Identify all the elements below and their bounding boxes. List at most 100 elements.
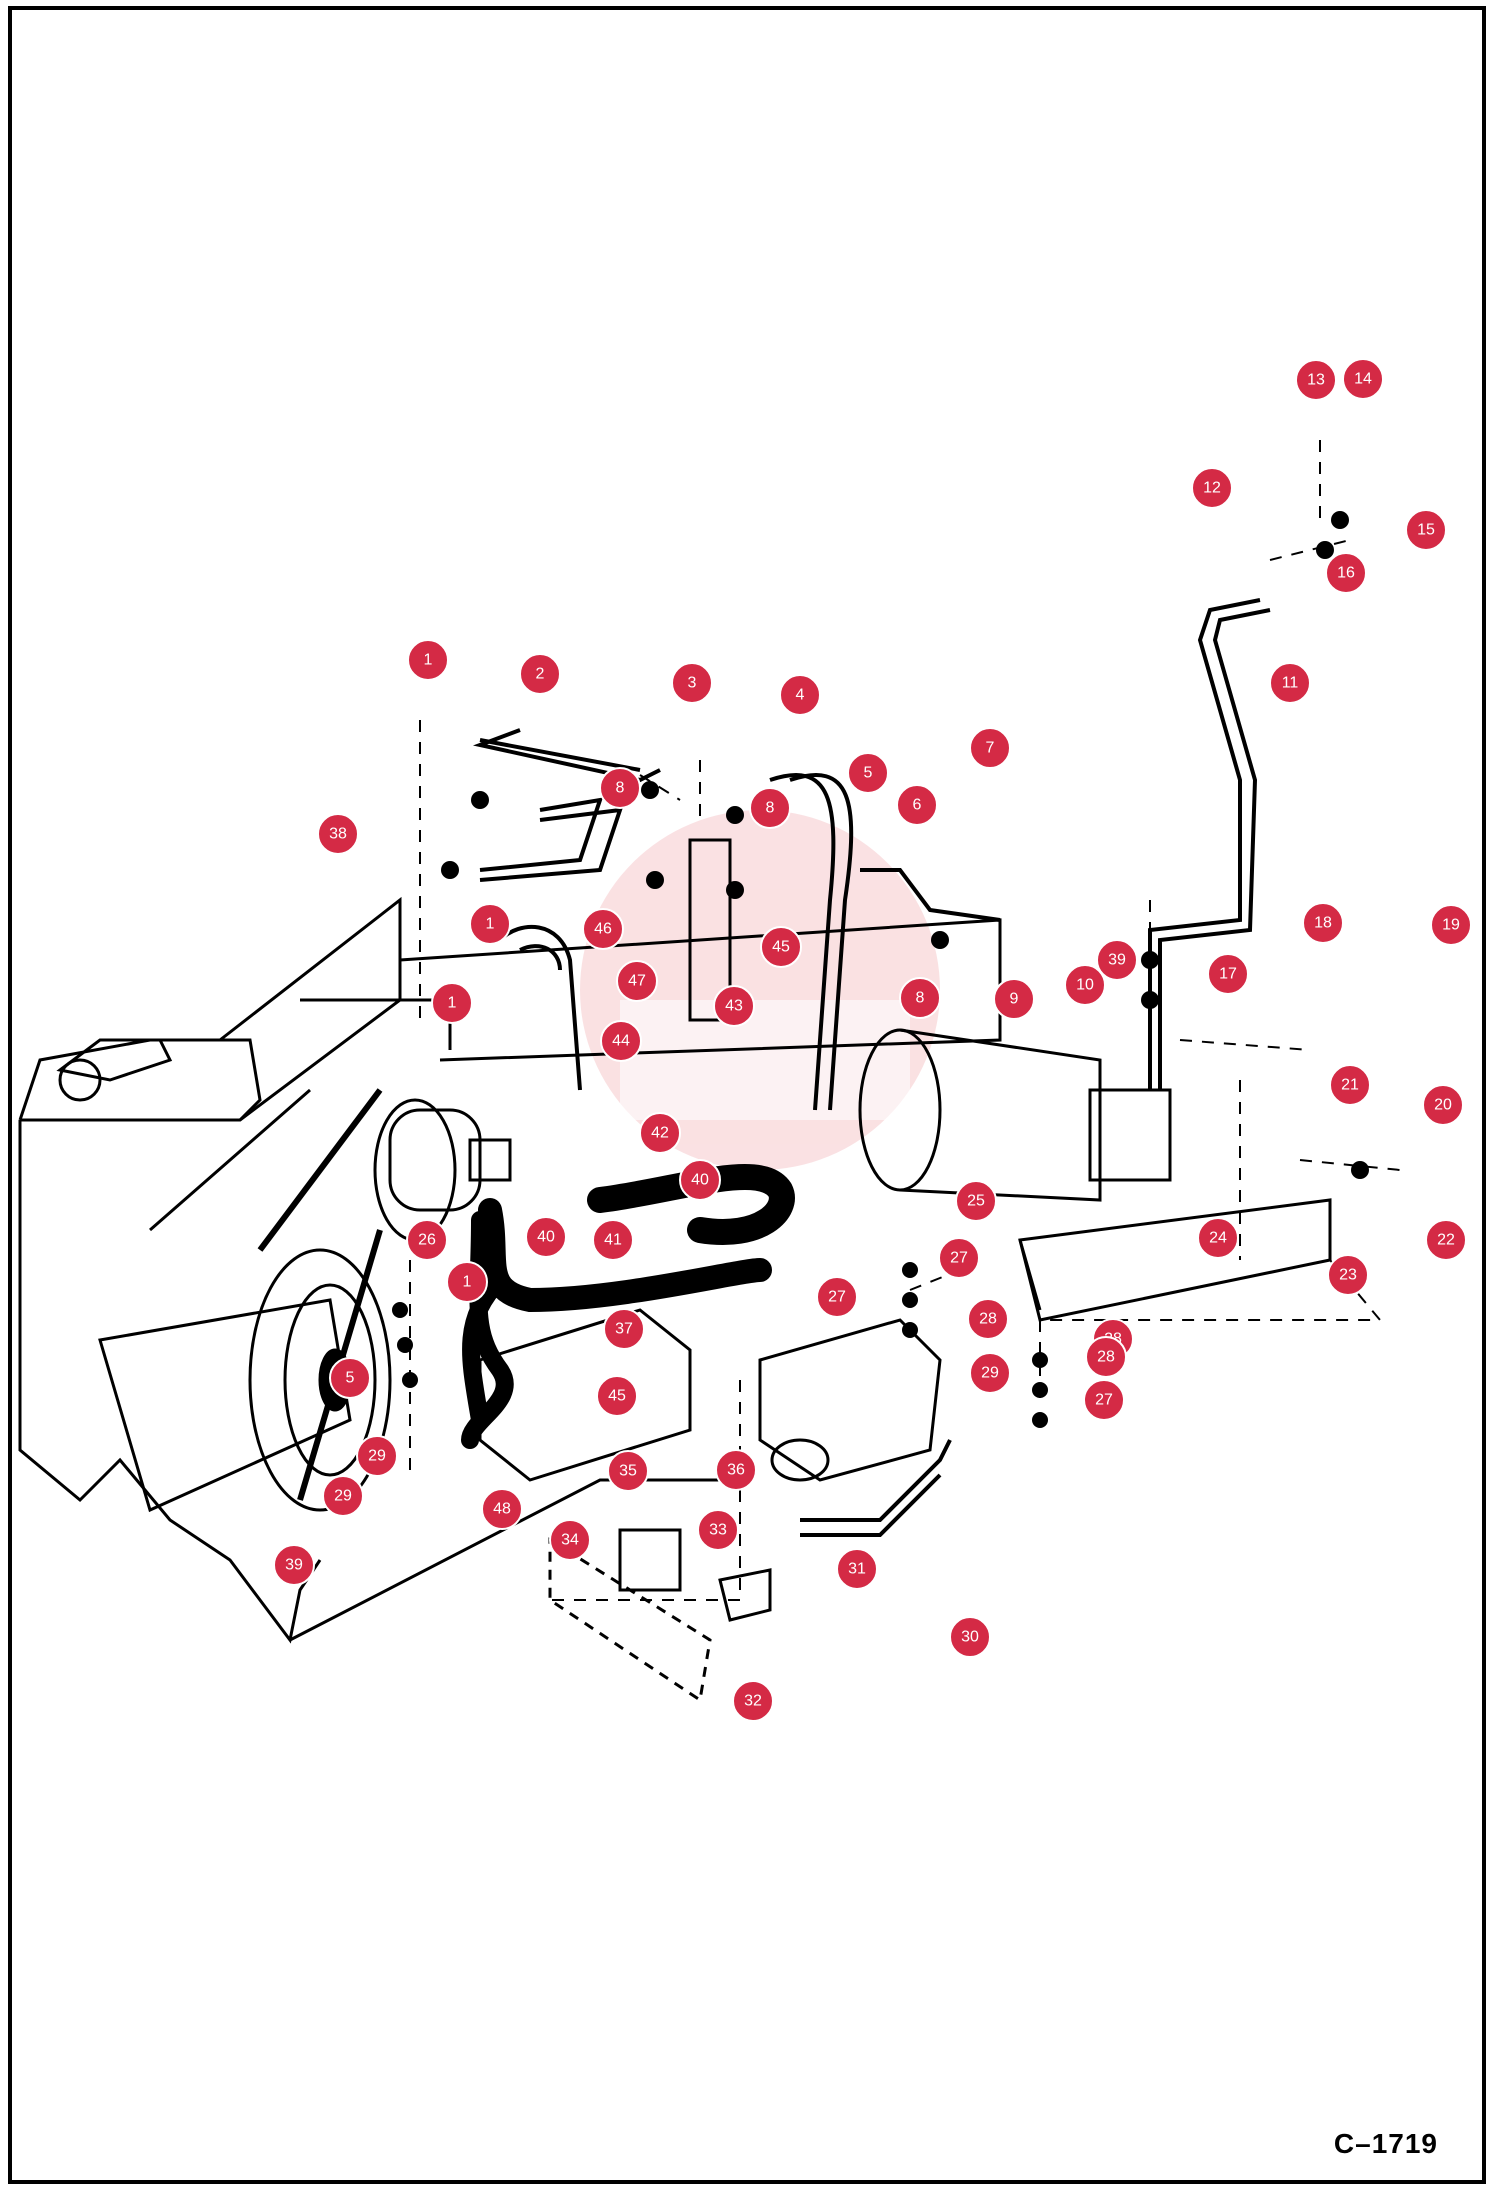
callout-31[interactable]: 31 — [836, 1548, 878, 1590]
callout-marker — [1430, 904, 1472, 946]
callout-33[interactable]: 33 — [697, 1509, 739, 1551]
callout-label: 11 — [1282, 675, 1299, 692]
callout-29[interactable]: 29 — [322, 1475, 364, 1517]
callout-12[interactable]: 12 — [1191, 467, 1233, 509]
callout-16[interactable]: 16 — [1325, 552, 1367, 594]
callout-39[interactable]: 39 — [273, 1544, 315, 1586]
callout-label: 23 — [1339, 1267, 1357, 1284]
callout-27[interactable]: 27 — [938, 1237, 980, 1279]
callout-marker — [1085, 1336, 1127, 1378]
callout-label: 10 — [1076, 977, 1094, 994]
callout-marker — [592, 1219, 634, 1261]
callout-9[interactable]: 9 — [993, 978, 1035, 1020]
callout-8[interactable]: 8 — [899, 977, 941, 1019]
callout-18[interactable]: 18 — [1302, 902, 1344, 944]
callout-marker — [749, 787, 791, 829]
callout-39[interactable]: 39 — [1096, 939, 1138, 981]
callout-5[interactable]: 5 — [329, 1357, 371, 1399]
callout-marker — [406, 1219, 448, 1261]
callout-23[interactable]: 23 — [1327, 1254, 1369, 1296]
callout-17[interactable]: 17 — [1207, 953, 1249, 995]
callout-1[interactable]: 1 — [431, 982, 473, 1024]
callout-1[interactable]: 1 — [469, 903, 511, 945]
callout-marker — [481, 1488, 523, 1530]
callout-label: 8 — [616, 780, 625, 797]
callout-32[interactable]: 32 — [732, 1680, 774, 1722]
callout-label: 28 — [979, 1311, 997, 1328]
callout-label: 33 — [709, 1522, 727, 1539]
callout-label: 29 — [334, 1488, 352, 1505]
callout-3[interactable]: 3 — [671, 662, 713, 704]
callout-44[interactable]: 44 — [600, 1020, 642, 1062]
callout-38[interactable]: 38 — [317, 813, 359, 855]
callout-label: 35 — [619, 1463, 637, 1480]
callout-label: 46 — [594, 921, 612, 938]
callout-36[interactable]: 36 — [715, 1449, 757, 1491]
callout-48[interactable]: 48 — [481, 1488, 523, 1530]
callout-marker — [1327, 1254, 1369, 1296]
callout-34[interactable]: 34 — [549, 1519, 591, 1561]
callout-13[interactable]: 13 — [1295, 359, 1337, 401]
callout-marker — [899, 977, 941, 1019]
callout-43[interactable]: 43 — [713, 985, 755, 1027]
callout-27[interactable]: 27 — [816, 1276, 858, 1318]
callout-label: 17 — [1219, 966, 1237, 983]
callout-1[interactable]: 1 — [446, 1261, 488, 1303]
callout-28[interactable]: 28 — [1085, 1336, 1127, 1378]
callout-label: 8 — [766, 800, 775, 817]
callout-46[interactable]: 46 — [582, 908, 624, 950]
callout-37[interactable]: 37 — [603, 1308, 645, 1350]
callout-20[interactable]: 20 — [1422, 1084, 1464, 1126]
callout-40[interactable]: 40 — [679, 1159, 721, 1201]
callout-marker — [1422, 1084, 1464, 1126]
callout-4[interactable]: 4 — [779, 674, 821, 716]
callout-28[interactable]: 28 — [967, 1298, 1009, 1340]
callout-label: 9 — [1010, 991, 1019, 1008]
callout-marker — [938, 1237, 980, 1279]
callout-label: 43 — [725, 998, 743, 1015]
callout-45[interactable]: 45 — [596, 1375, 638, 1417]
callout-7[interactable]: 7 — [969, 727, 1011, 769]
callout-47[interactable]: 47 — [616, 960, 658, 1002]
drawing-id: C–1719 — [1333, 2128, 1438, 2159]
callout-marker — [955, 1180, 997, 1222]
callout-25[interactable]: 25 — [955, 1180, 997, 1222]
callout-8[interactable]: 8 — [599, 767, 641, 809]
callout-5[interactable]: 5 — [847, 752, 889, 794]
callout-1[interactable]: 1 — [407, 639, 449, 681]
callout-label: 22 — [1437, 1232, 1455, 1249]
callout-42[interactable]: 42 — [639, 1112, 681, 1154]
callout-45[interactable]: 45 — [760, 926, 802, 968]
callout-29[interactable]: 29 — [969, 1352, 1011, 1394]
callout-8[interactable]: 8 — [749, 787, 791, 829]
callout-24[interactable]: 24 — [1197, 1217, 1239, 1259]
callout-29[interactable]: 29 — [356, 1435, 398, 1477]
callout-label: 7 — [986, 740, 995, 757]
callout-41[interactable]: 41 — [592, 1219, 634, 1261]
callout-label: 40 — [691, 1172, 709, 1189]
callout-22[interactable]: 22 — [1425, 1219, 1467, 1261]
callout-marker — [697, 1509, 739, 1551]
callout-marker — [1083, 1379, 1125, 1421]
callout-label: 19 — [1442, 917, 1460, 934]
callout-2[interactable]: 2 — [519, 653, 561, 695]
callout-10[interactable]: 10 — [1064, 964, 1106, 1006]
callout-14[interactable]: 14 — [1342, 358, 1384, 400]
callout-30[interactable]: 30 — [949, 1616, 991, 1658]
callout-marker — [1191, 467, 1233, 509]
callout-label: 12 — [1203, 480, 1221, 497]
callout-40[interactable]: 40 — [525, 1216, 567, 1258]
callout-marker — [836, 1548, 878, 1590]
callout-marker — [607, 1450, 649, 1492]
callout-15[interactable]: 15 — [1405, 509, 1447, 551]
callout-27[interactable]: 27 — [1083, 1379, 1125, 1421]
callout-marker — [1405, 509, 1447, 551]
callout-marker — [1325, 552, 1367, 594]
callout-marker — [969, 1352, 1011, 1394]
callout-26[interactable]: 26 — [406, 1219, 448, 1261]
callout-21[interactable]: 21 — [1329, 1064, 1371, 1106]
callout-35[interactable]: 35 — [607, 1450, 649, 1492]
callout-11[interactable]: 11 — [1269, 662, 1311, 704]
callout-19[interactable]: 19 — [1430, 904, 1472, 946]
callout-6[interactable]: 6 — [896, 784, 938, 826]
